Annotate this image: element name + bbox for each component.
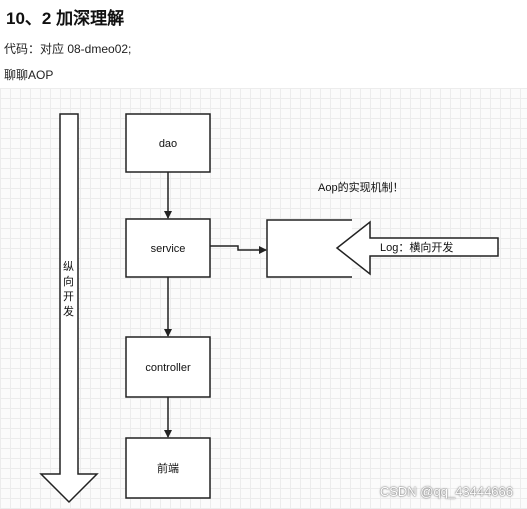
frontend-label: 前端 [157,461,179,475]
dao-label: dao [159,138,177,150]
code-reference-text: 代码：对应 08-dmeo02; [4,42,132,56]
frontend-box [125,437,211,499]
diagram-canvas [0,88,527,509]
aop-box [266,219,352,278]
log-label: Log：横向开发 [380,240,453,254]
vertical-label-4: 发 [63,304,74,318]
log-arrow [335,220,499,276]
aop-caption: Aop的实现机制！ [318,180,404,194]
vertical-label-2: 向 [63,274,74,288]
vertical-development-arrow [39,113,99,504]
subtitle-text: 聊聊AOP [4,68,54,82]
controller-box [125,336,211,398]
arrow-service-to-aop [210,245,267,254]
page-title: 10、2 加深理解 [6,9,125,28]
vertical-label-1: 纵 [63,260,74,273]
service-label: service [151,243,186,255]
watermark: CSDN @qq_43444666 [379,484,513,499]
controller-label: controller [145,362,191,374]
vertical-label-3: 开 [63,291,74,303]
